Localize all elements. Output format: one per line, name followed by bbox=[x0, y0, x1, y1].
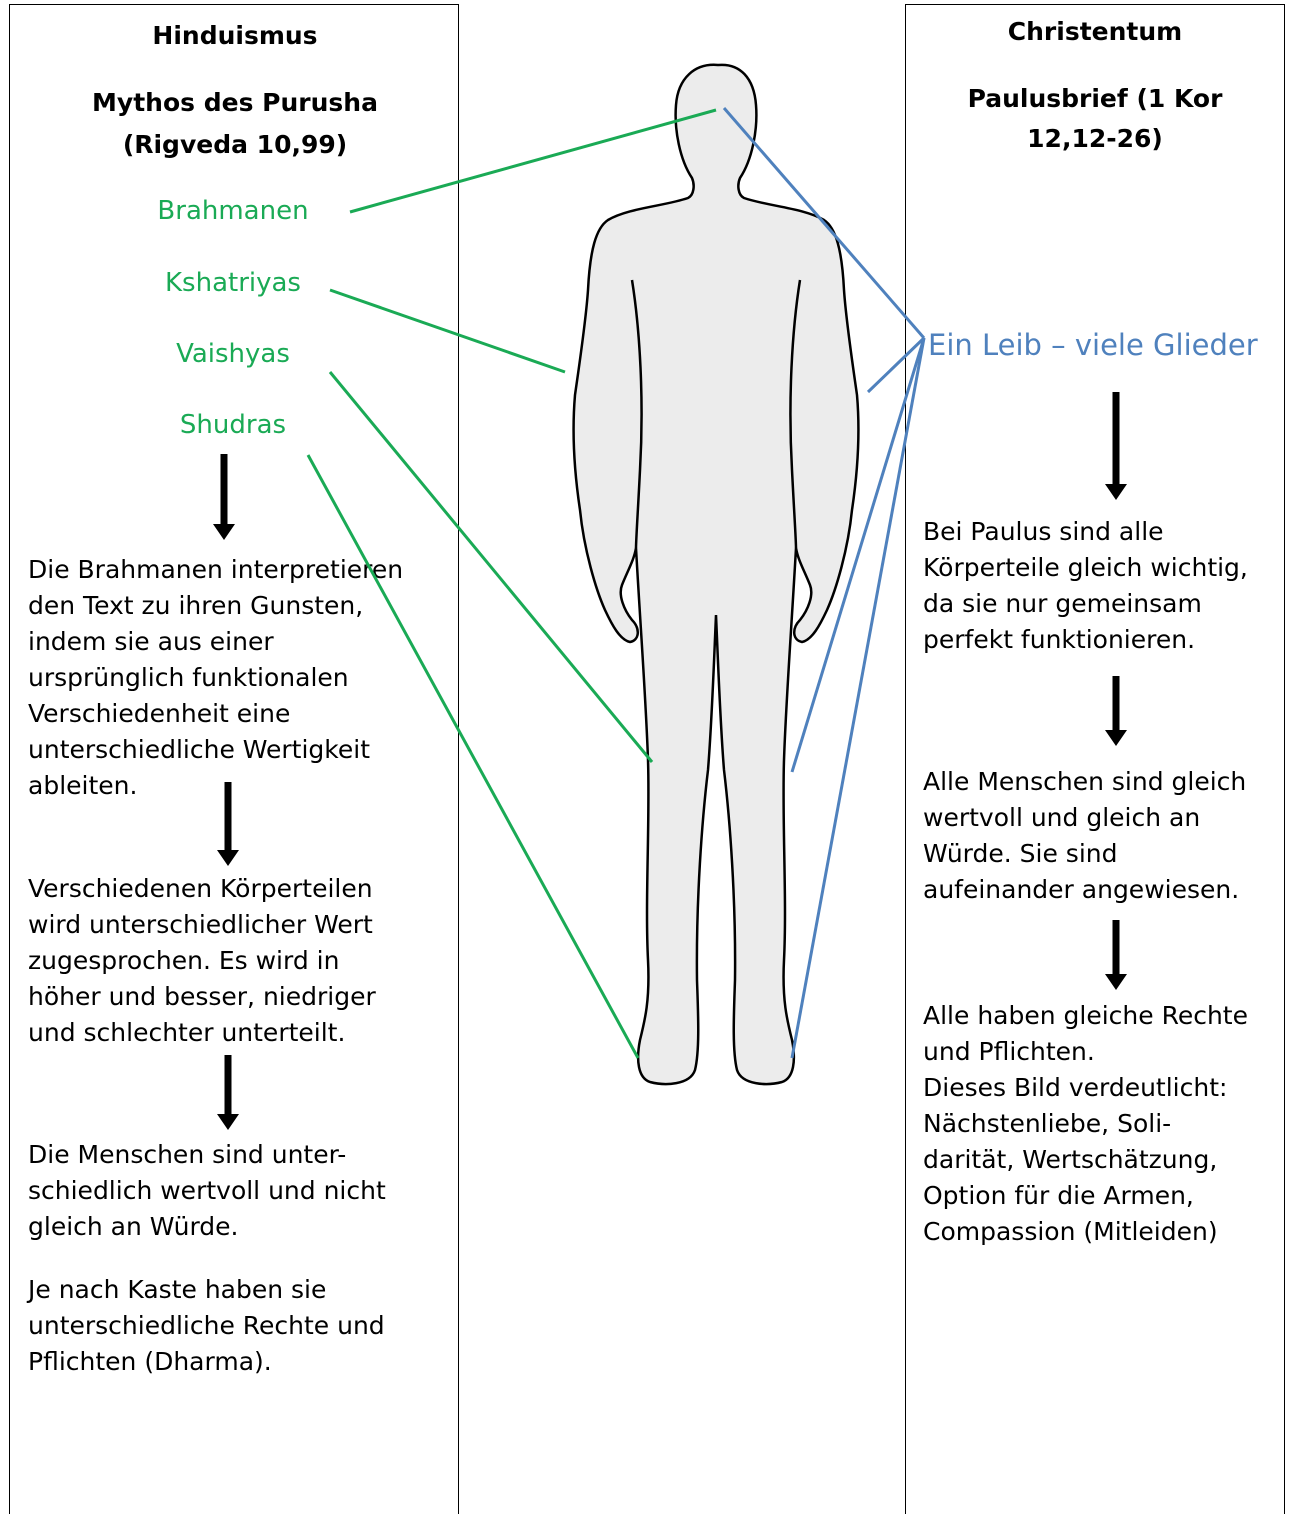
arrow-down-icon-shaft bbox=[1113, 392, 1120, 486]
arrow-down-icon-head bbox=[1105, 484, 1127, 500]
arrow-down-icon-shaft bbox=[221, 454, 228, 526]
connector-brahmanen-head bbox=[350, 110, 716, 212]
arrow-down-icon-shaft bbox=[1113, 920, 1120, 976]
arrow-down-icon-shaft bbox=[225, 1055, 232, 1116]
arrow-down-icon-head bbox=[1105, 730, 1127, 746]
arrow-down-icon-head bbox=[217, 1114, 239, 1130]
arrow-down-icon-shaft bbox=[1113, 676, 1120, 732]
arrow-down-icon-head bbox=[217, 850, 239, 866]
arrow-down-icon-head bbox=[213, 524, 235, 540]
arrow-down-icon-shaft bbox=[225, 782, 232, 852]
connector-kshatriyas-arms bbox=[330, 290, 565, 372]
arrow-down-icon-head bbox=[1105, 974, 1127, 990]
